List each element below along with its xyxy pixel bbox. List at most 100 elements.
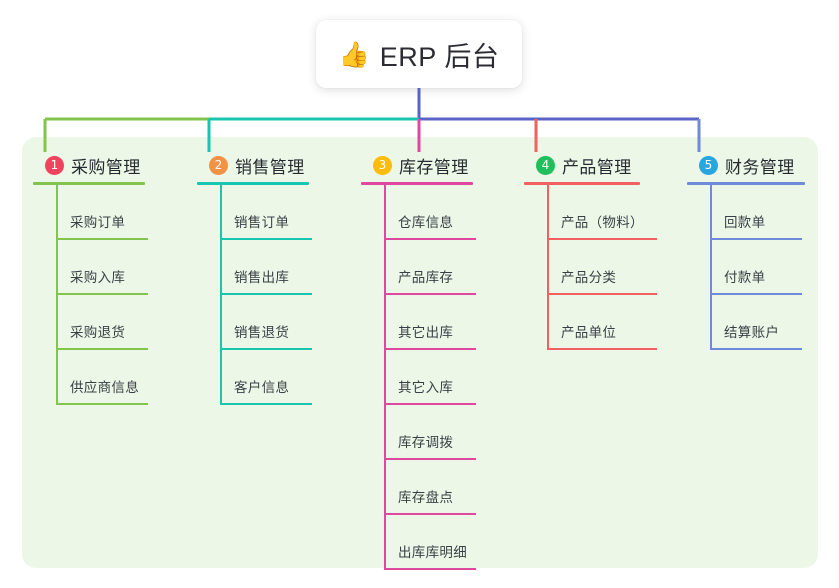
leaf-label: 产品（物料） [561, 215, 644, 230]
column-badge-icon: 5 [699, 155, 718, 175]
column-spine [547, 185, 549, 350]
leaf-node[interactable]: 采购订单 [56, 185, 183, 240]
leaf-underline [220, 348, 312, 350]
leaf-node[interactable]: 采购入库 [56, 240, 183, 295]
column-spine [220, 185, 222, 405]
column-title: 库存管理 [399, 157, 469, 177]
leaf-node[interactable]: 销售退货 [220, 295, 347, 350]
leaf-node[interactable]: 供应商信息 [56, 350, 183, 405]
column-underline [361, 182, 473, 185]
column-items: 仓库信息产品库存其它出库其它入库库存调拨库存盘点出库库明细 [384, 185, 511, 570]
leaf-node[interactable]: 仓库信息 [384, 185, 511, 240]
leaf-label: 供应商信息 [70, 380, 139, 395]
leaf-label: 出库库明细 [398, 545, 467, 560]
leaf-node[interactable]: 采购退货 [56, 295, 183, 350]
leaf-label: 销售出库 [234, 270, 290, 285]
leaf-node[interactable]: 产品分类 [547, 240, 674, 295]
leaf-underline [384, 458, 476, 460]
column-header-4[interactable]: 4 产品管理 [524, 150, 674, 180]
column-badge-icon: 1 [45, 155, 64, 175]
column-underline [687, 182, 805, 185]
column-underline [33, 182, 145, 185]
leaf-underline [547, 348, 657, 350]
column-title: 采购管理 [71, 157, 141, 177]
leaf-underline [710, 348, 802, 350]
leaf-label: 其它入库 [398, 380, 454, 395]
leaf-underline [547, 293, 657, 295]
leaf-underline [384, 238, 476, 240]
column-items: 产品（物料） 产品分类产品单位 [547, 185, 674, 350]
leaf-node[interactable]: 库存盘点 [384, 460, 511, 515]
leaf-label: 库存调拨 [398, 435, 454, 450]
leaf-label: 产品单位 [561, 325, 617, 340]
leaf-node[interactable]: 出库库明细 [384, 515, 511, 570]
column-3: 3 库存管理仓库信息产品库存其它出库其它入库库存调拨库存盘点出库库明细 [361, 150, 511, 570]
leaf-label: 销售退货 [234, 325, 290, 340]
leaf-label: 采购入库 [70, 270, 126, 285]
column-items: 回款单付款单结算账户 [710, 185, 827, 350]
column-underline [197, 182, 309, 185]
column-5: 5 财务管理回款单付款单结算账户 [687, 150, 827, 350]
leaf-underline [220, 238, 312, 240]
leaf-node[interactable]: 销售出库 [220, 240, 347, 295]
leaf-label: 其它出库 [398, 325, 454, 340]
column-badge-icon: 2 [209, 155, 228, 175]
column-title: 财务管理 [725, 157, 795, 177]
leaf-underline [56, 238, 148, 240]
column-items: 销售订单销售出库销售退货客户信息 [220, 185, 347, 405]
leaf-node[interactable]: 回款单 [710, 185, 827, 240]
leaf-label: 产品库存 [398, 270, 454, 285]
leaf-underline [384, 568, 476, 570]
column-header-3[interactable]: 3 库存管理 [361, 150, 511, 180]
leaf-label: 结算账户 [724, 325, 780, 340]
column-header-2[interactable]: 2 销售管理 [197, 150, 347, 180]
leaf-node[interactable]: 产品单位 [547, 295, 674, 350]
root-title: ERP 后台 [379, 41, 500, 72]
leaf-underline [384, 513, 476, 515]
leaf-label: 付款单 [724, 270, 766, 285]
column-items: 采购订单采购入库采购退货供应商信息 [56, 185, 183, 405]
leaf-node[interactable]: 客户信息 [220, 350, 347, 405]
leaf-node[interactable]: 付款单 [710, 240, 827, 295]
leaf-underline [56, 293, 148, 295]
leaf-node[interactable]: 产品（物料） [547, 185, 674, 240]
root-node[interactable]: 👍 ERP 后台 [316, 20, 522, 88]
column-spine [384, 185, 386, 570]
leaf-underline [220, 293, 312, 295]
leaf-node[interactable]: 其它入库 [384, 350, 511, 405]
column-spine [56, 185, 58, 405]
column-header-5[interactable]: 5 财务管理 [687, 150, 827, 180]
column-badge-icon: 3 [373, 155, 392, 175]
leaf-label: 回款单 [724, 215, 766, 230]
leaf-label: 仓库信息 [398, 215, 454, 230]
leaf-label: 库存盘点 [398, 490, 454, 505]
leaf-label: 采购退货 [70, 325, 126, 340]
leaf-underline [384, 293, 476, 295]
leaf-node[interactable]: 库存调拨 [384, 405, 511, 460]
column-title: 销售管理 [235, 157, 305, 177]
leaf-label: 销售订单 [234, 215, 290, 230]
leaf-underline [547, 238, 657, 240]
leaf-underline [710, 293, 802, 295]
thumbs-up-icon: 👍 [338, 40, 370, 69]
leaf-node[interactable]: 结算账户 [710, 295, 827, 350]
leaf-label: 采购订单 [70, 215, 126, 230]
column-badge-icon: 4 [536, 155, 555, 175]
leaf-underline [384, 403, 476, 405]
column-2: 2 销售管理销售订单销售出库销售退货客户信息 [197, 150, 347, 405]
column-title: 产品管理 [562, 157, 632, 177]
leaf-label: 客户信息 [234, 380, 290, 395]
column-1: 1 采购管理采购订单采购入库采购退货供应商信息 [33, 150, 183, 405]
leaf-underline [710, 238, 802, 240]
leaf-underline [384, 348, 476, 350]
leaf-label: 产品分类 [561, 270, 617, 285]
leaf-node[interactable]: 其它出库 [384, 295, 511, 350]
leaf-node[interactable]: 销售订单 [220, 185, 347, 240]
leaf-underline [220, 403, 312, 405]
column-4: 4 产品管理产品（物料） 产品分类产品单位 [524, 150, 674, 350]
leaf-underline [56, 348, 148, 350]
column-underline [524, 182, 640, 185]
column-header-1[interactable]: 1 采购管理 [33, 150, 183, 180]
leaf-underline [56, 403, 148, 405]
leaf-node[interactable]: 产品库存 [384, 240, 511, 295]
